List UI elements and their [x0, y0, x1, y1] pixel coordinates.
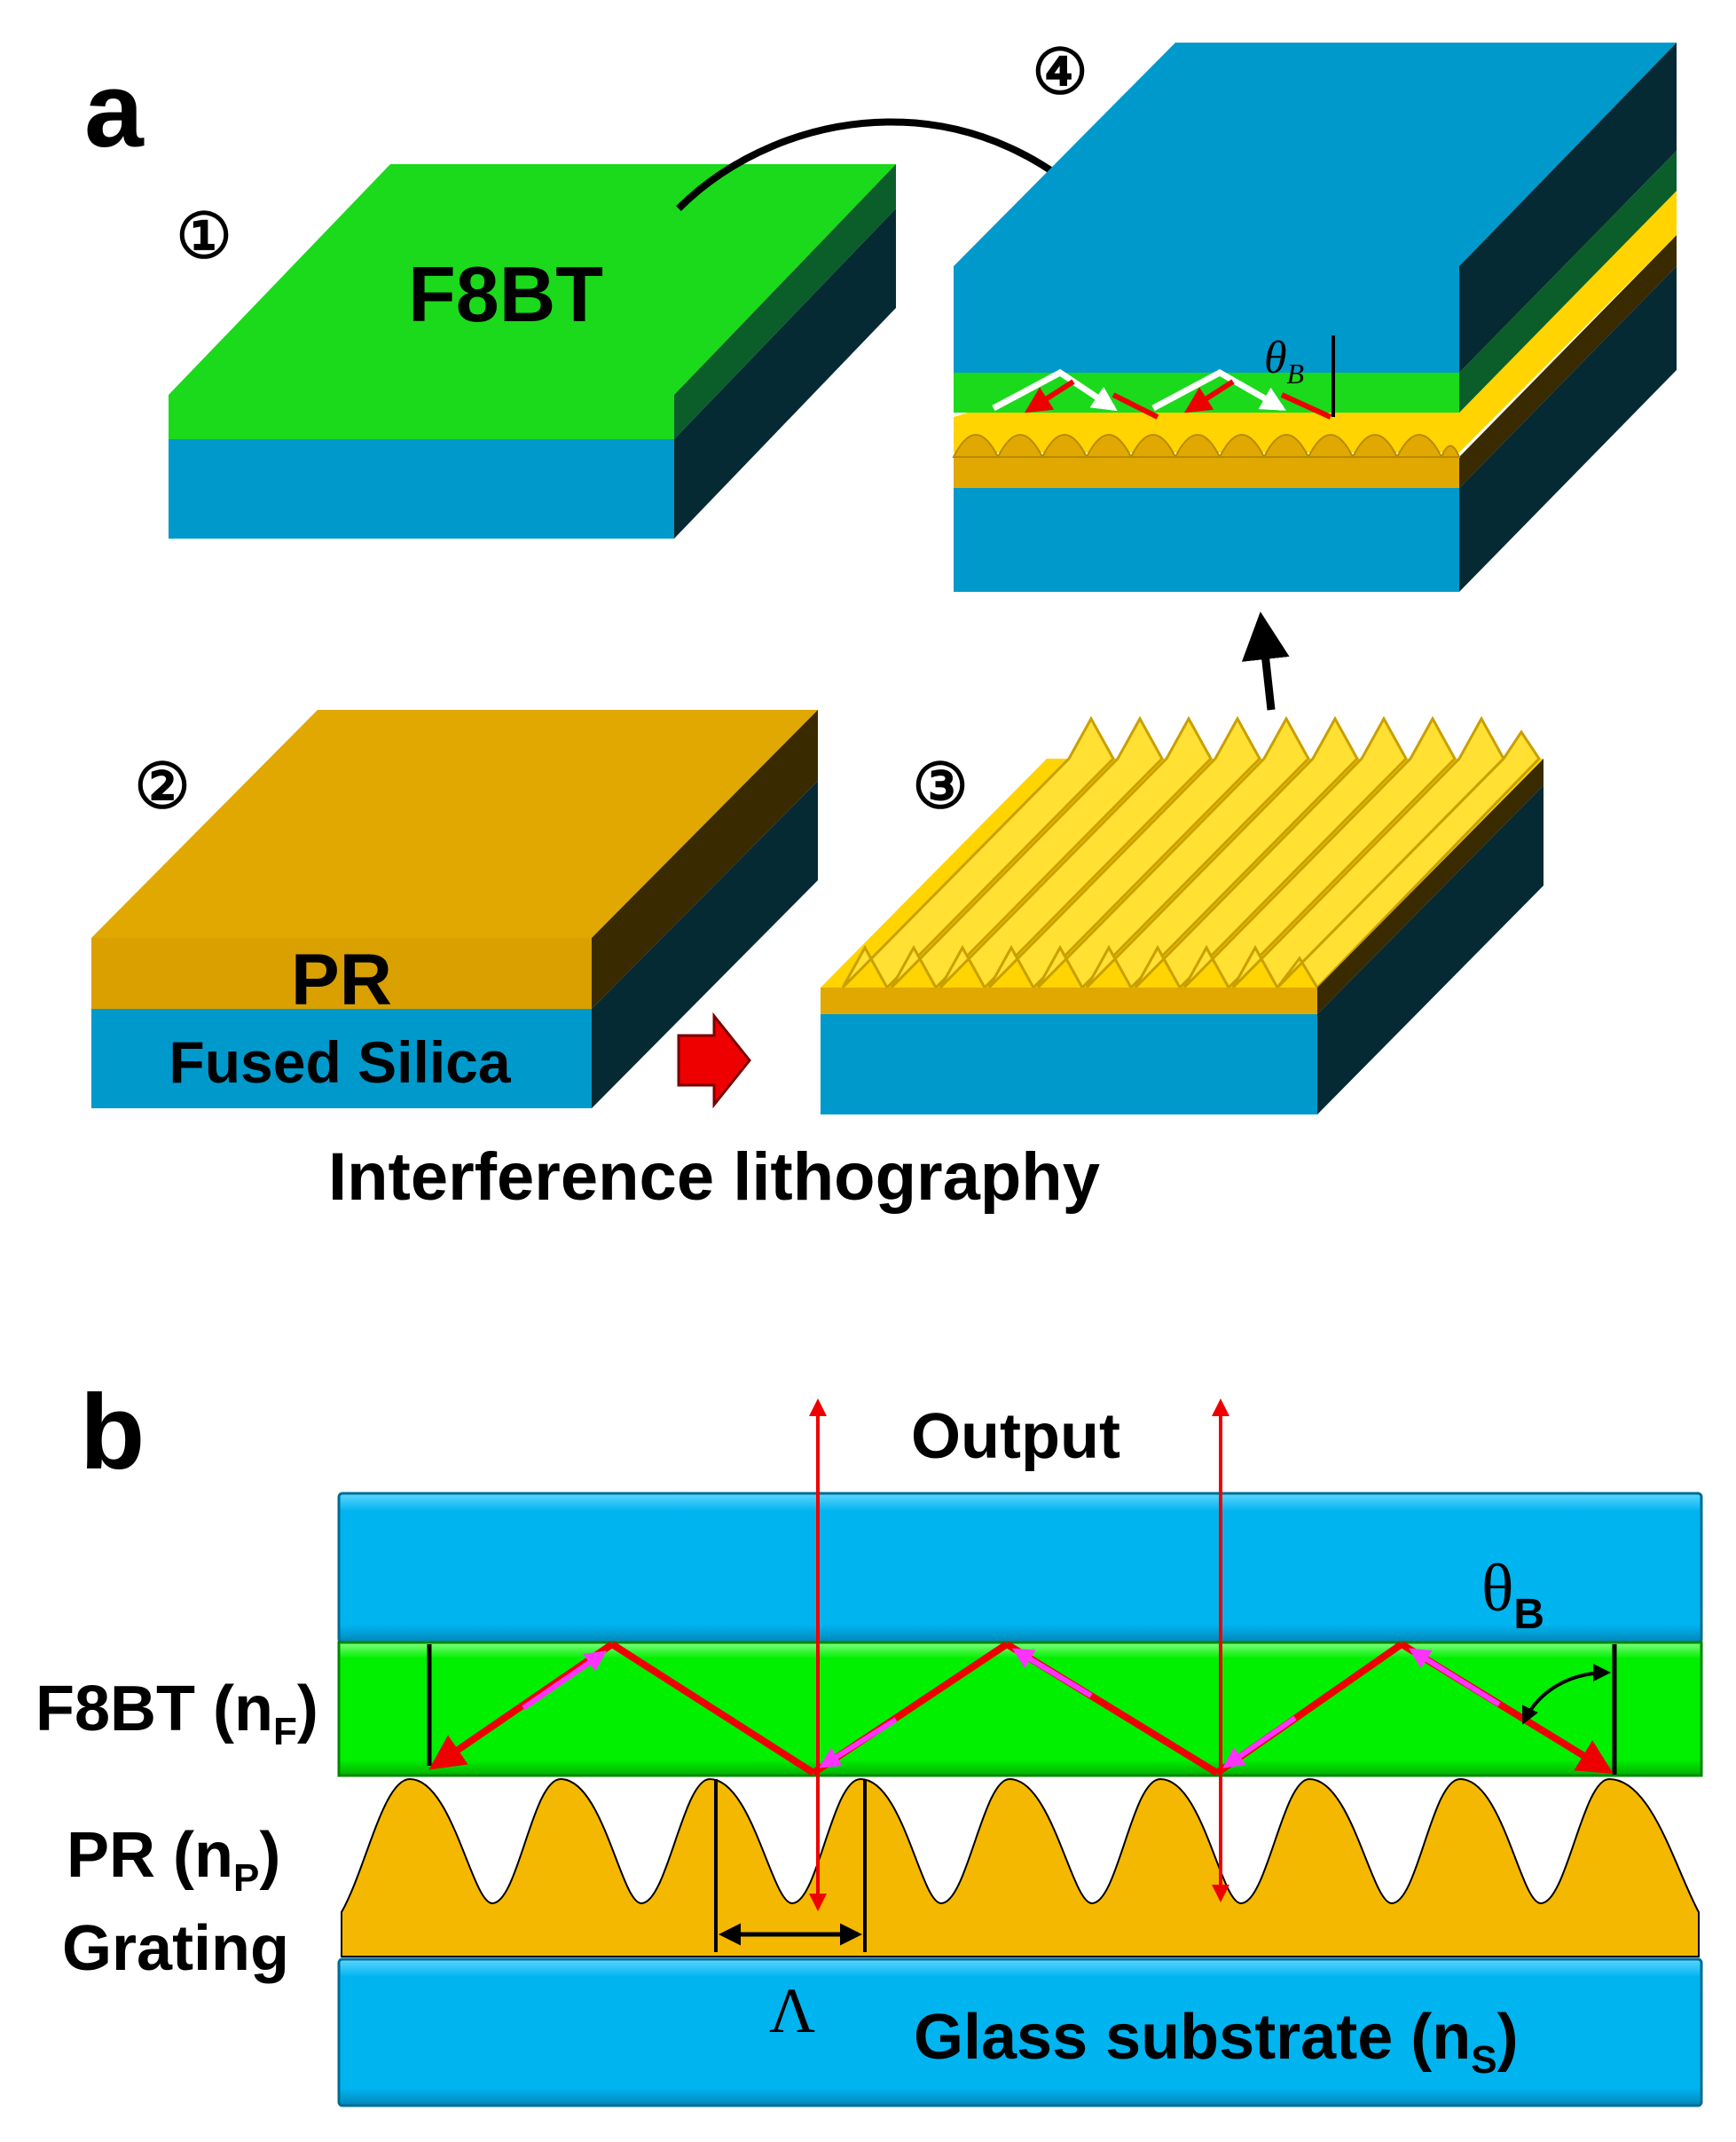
fused-silica-label: Fused Silica: [169, 1029, 511, 1095]
block-4-lower-dark-side: [1459, 266, 1677, 592]
pr-index-label: PR (nP): [67, 1820, 280, 1900]
block-4-top-face: [954, 43, 1677, 266]
step-3-marker: ③: [913, 752, 969, 821]
output-beams: [809, 1398, 1229, 1911]
pr-layer-label: PR: [291, 940, 392, 1020]
block-2-gold-front: [91, 938, 592, 1009]
block-4-gold-front: [954, 457, 1459, 488]
block-2-dark-side: [592, 781, 818, 1108]
block-4-gold-side: [1459, 235, 1677, 488]
f8bt-layer: [337, 1641, 1703, 1777]
step-2-marker: ②: [135, 752, 191, 821]
grating-label: Grating: [62, 1913, 289, 1984]
period-lambda-label: Λ: [769, 1975, 815, 2046]
block-1-green-front: [169, 395, 674, 439]
f8bt-film-label: F8BT: [408, 250, 603, 338]
block-2-top-face: [91, 710, 818, 938]
block-1-top-face: [169, 164, 896, 395]
block-1-blue-front: [169, 439, 674, 539]
bragg-angle-arc: [1522, 1664, 1611, 1725]
step-4-marker: ④: [1033, 37, 1088, 106]
block-3-dark-side: [1317, 785, 1544, 1114]
block-4-upper-blue-front: [954, 266, 1459, 373]
block-4-light-rays: [992, 335, 1335, 420]
block-4-lower-blue-front: [954, 488, 1459, 592]
block-4-grating-ridges: [952, 434, 1461, 458]
panel-a-letter: a: [84, 51, 145, 169]
glass-substrate-layer: [337, 1957, 1703, 2107]
block-3-gold-side: [1317, 759, 1544, 1014]
panel-b-letter: b: [80, 1373, 145, 1492]
grating-period-marker: [714, 1779, 867, 1952]
process-arrow: [677, 1012, 751, 1109]
output-label: Output: [911, 1401, 1120, 1472]
block-3-blue-front: [821, 1014, 1317, 1114]
block-2-blue-front: [91, 1009, 592, 1108]
panel-b: b: [35, 1373, 1703, 2107]
assembly-arrow: [1241, 611, 1290, 711]
guided-mode-rays: [428, 1641, 1614, 1776]
interference-lithography-label: Interference lithography: [328, 1139, 1100, 1215]
block-3-gold-front: [821, 988, 1317, 1014]
pr-grating-layer: [341, 1777, 1700, 1957]
block-3-grating: [821, 715, 1544, 1114]
panel-a: a F8BT ①: [84, 37, 1677, 1215]
block-4-theta-b: θB: [1264, 333, 1304, 390]
block-1-f8bt-film: F8BT: [169, 164, 896, 539]
block-4-green-side: [1459, 151, 1677, 413]
block-4-upper-dark-side: [1459, 43, 1677, 373]
block-2-pr-on-silica: PR Fused Silica: [91, 710, 818, 1108]
block-3-grating-ridges: [841, 715, 1541, 990]
block-1-green-side: [674, 164, 896, 439]
glass-substrate-label: Glass substrate (nS): [914, 2002, 1519, 2082]
theta-b-label: θB: [1481, 1551, 1544, 1638]
block-2-gold-side: [592, 710, 818, 1009]
block-4-assembled-device: θB: [952, 43, 1677, 592]
block-1-dark-side: [674, 209, 896, 539]
step-1-marker: ①: [177, 201, 232, 271]
f8bt-index-label: F8BT (nF): [35, 1673, 318, 1753]
